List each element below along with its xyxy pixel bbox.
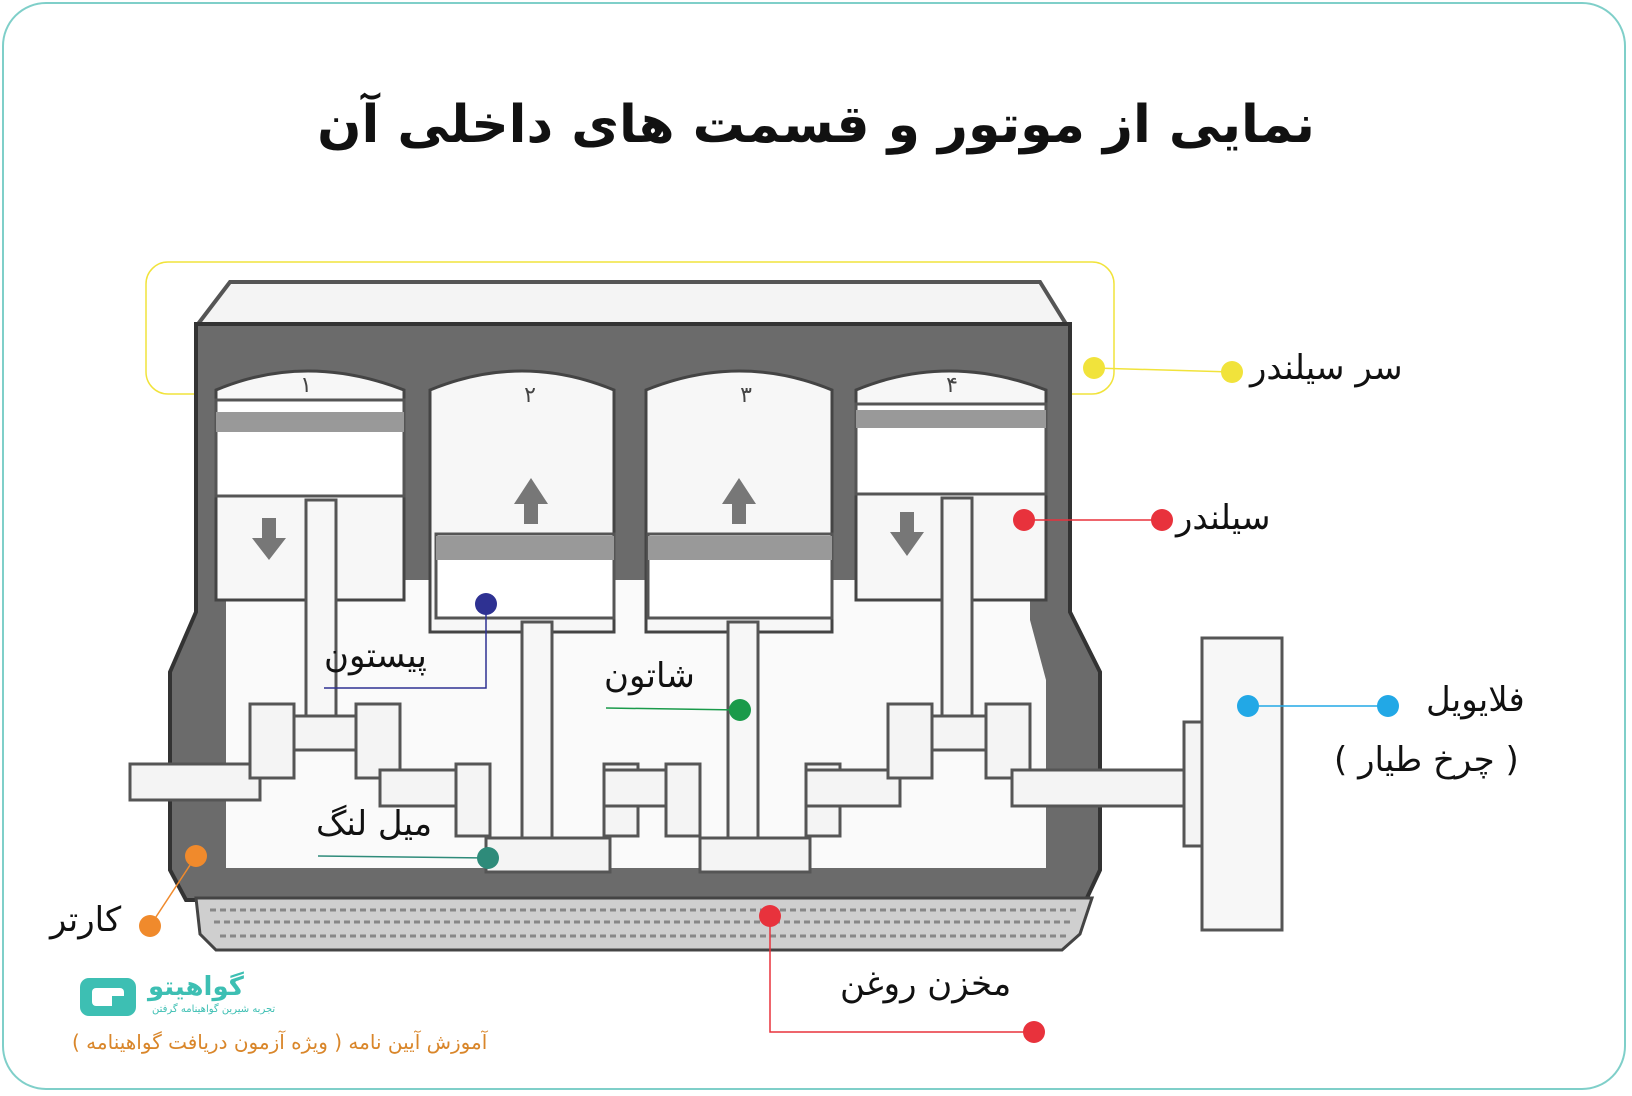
cylinder-number-3: ۳ (740, 383, 752, 408)
footer-caption: آموزش آیین نامه ( ویژه آزمون دریافت گواه… (72, 1030, 488, 1054)
leader-oil-pan (769, 916, 1034, 1033)
connecting-rod-2 (520, 620, 554, 862)
piston-2 (434, 532, 616, 620)
label-cylinder-head: سر سیلندر (1250, 348, 1403, 388)
brand-logo-icon (80, 978, 136, 1016)
dot-crankcase-inner (185, 845, 207, 867)
cylinder-number-1: ۱ (300, 373, 312, 398)
dot-crankshaft (477, 847, 499, 869)
dot-oil-pan-inner (759, 905, 781, 927)
piston-4 (854, 402, 1048, 496)
cylinder-head (193, 280, 1070, 326)
label-oil-pan: مخزن روغن (840, 964, 1012, 1004)
piston-3 (646, 532, 834, 620)
leader-crankcase (149, 855, 197, 927)
leader-connecting-rod (605, 707, 741, 711)
connecting-rod-4 (940, 496, 974, 746)
page-title: نمایی از موتور و قسمت های داخلی آن (317, 95, 1315, 155)
dot-piston (475, 593, 497, 615)
dot-crankcase-outer (139, 915, 161, 937)
crankshaft (128, 702, 1204, 874)
label-crankcase: کارتر (50, 900, 122, 940)
dot-flywheel-outer (1377, 695, 1399, 717)
brand-name: گواهیتو (148, 972, 244, 1002)
dot-cylinder-head-outer (1221, 361, 1243, 383)
label-piston: پیستون (324, 636, 427, 676)
leader-crankshaft (317, 855, 489, 859)
dot-oil-pan-outer (1023, 1021, 1045, 1043)
flywheel (1200, 636, 1284, 932)
connecting-rod-1 (304, 498, 338, 746)
label-flywheel-alt: ( چرخ طیار ) (1334, 740, 1519, 780)
arrow-up-2 (514, 478, 548, 524)
label-flywheel: فلایویل (1426, 680, 1525, 720)
arrow-down-1 (252, 518, 286, 560)
dot-cylinder-outer (1151, 509, 1173, 531)
oil-pan (194, 896, 1095, 952)
dot-connecting-rod (729, 699, 751, 721)
leader-piston (324, 604, 487, 689)
connecting-rod-3 (726, 620, 760, 862)
label-cylinder: سیلندر (1176, 498, 1271, 538)
dot-cylinder-head-inner (1083, 357, 1105, 379)
brand-tagline: تجربه شیرین گواهینامه گرفتن (152, 1004, 276, 1015)
dot-flywheel-inner (1237, 695, 1259, 717)
dot-cylinder-inner (1013, 509, 1035, 531)
cylinder-number-2: ۲ (524, 383, 536, 408)
cylinder-number-4: ۴ (946, 373, 958, 398)
brand-logo-block: گواهیتو تجربه شیرین گواهینامه گرفتن (78, 972, 288, 1022)
label-connecting-rod: شاتون (604, 656, 695, 696)
leader-cylinder-head (1093, 367, 1233, 373)
arrow-down-4 (890, 512, 924, 556)
arrow-up-3 (722, 478, 756, 524)
label-crankshaft: میل لنگ (316, 804, 433, 844)
piston-1 (214, 398, 406, 498)
